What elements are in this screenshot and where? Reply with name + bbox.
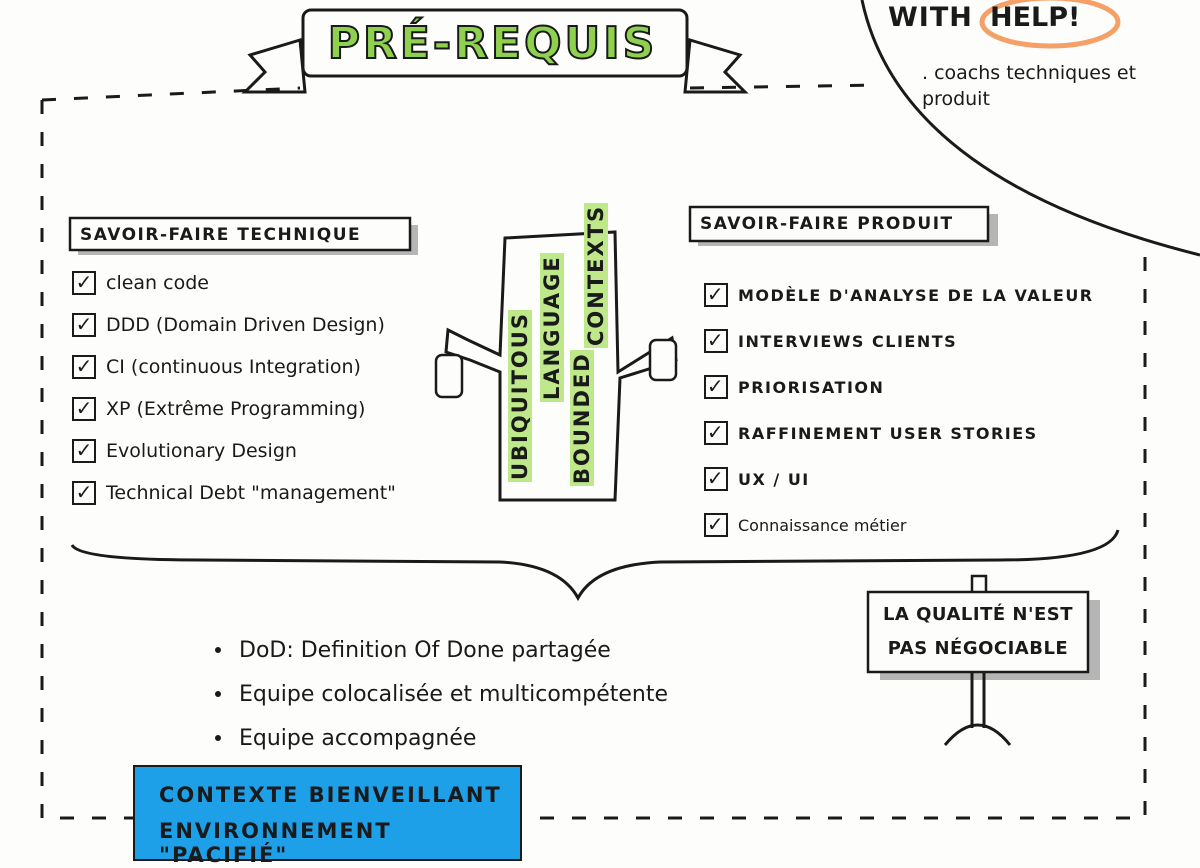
list-item: DoD: Definition Of Done partagée (215, 628, 668, 672)
list-item: ✓CI (continuous Integration) (72, 346, 396, 388)
checkbox-icon: ✓ (72, 439, 96, 463)
checkbox-icon: ✓ (704, 513, 728, 537)
list-item: Equipe colocalisée et multicompétente (215, 672, 668, 716)
bullet-list: DoD: Definition Of Done partagée Equipe … (215, 628, 668, 760)
sign-line-2: PAS NÉGOCIABLE (887, 638, 1069, 659)
checkbox-icon: ✓ (72, 481, 96, 505)
title-banner (301, 8, 689, 78)
list-item: Equipe accompagnée (215, 716, 668, 760)
page-title: PRÉ-REQUIS (327, 17, 658, 70)
sign-base (943, 723, 1012, 746)
left-thumb-icon (434, 353, 464, 399)
checkbox-icon: ✓ (72, 313, 96, 337)
context-box: CONTEXTE BIENVEILLANT ENVIRONNEMENT "PAC… (133, 765, 522, 867)
technique-list: ✓clean code ✓DDD (Domain Driven Design) … (72, 262, 396, 514)
brace (70, 529, 1120, 602)
produit-title-box (688, 205, 990, 243)
help-label: HELP! (990, 2, 1081, 33)
list-item: ✓PRIORISATION (704, 364, 1094, 410)
list-item: ✓Evolutionary Design (72, 430, 396, 472)
list-item: ✓UX / UI (704, 456, 1094, 502)
list-item: ✓XP (Extrême Programming) (72, 388, 396, 430)
list-item: ✓INTERVIEWS CLIENTS (704, 318, 1094, 364)
context-line-2: ENVIRONNEMENT "PACIFIÉ" (159, 819, 392, 867)
checkbox-icon: ✓ (704, 467, 728, 491)
list-item: ✓Technical Debt "management" (72, 472, 396, 514)
help-with-label: WITH (888, 2, 973, 33)
technique-title: SAVOIR-FAIRE TECHNIQUE (80, 225, 362, 245)
help-circle-arc (860, 0, 1200, 257)
list-item: ✓DDD (Domain Driven Design) (72, 304, 396, 346)
center-col-ubiquitous: UBIQUITOUS (508, 310, 532, 482)
bullet-icon (215, 735, 221, 741)
list-item: ✓RAFFINEMENT USER STORIES (704, 410, 1094, 456)
context-line-1: CONTEXTE BIENVEILLANT (159, 783, 502, 807)
checkbox-icon: ✓ (72, 271, 96, 295)
bullet-icon (215, 691, 221, 697)
checkbox-icon: ✓ (72, 355, 96, 379)
checkbox-icon: ✓ (704, 375, 728, 399)
center-col-language: LANGUAGE (540, 253, 564, 402)
quality-sign-board (866, 590, 1090, 674)
dashed-frame (40, 100, 1147, 820)
checkbox-icon: ✓ (72, 397, 96, 421)
produit-list: ✓MODÈLE D'ANALYSE DE LA VALEUR ✓INTERVIE… (704, 272, 1094, 548)
center-col-bounded: BOUNDED (570, 350, 594, 486)
list-item: ✓clean code (72, 262, 396, 304)
produit-title: SAVOIR-FAIRE PRODUIT (700, 214, 954, 234)
banner-right-tail (683, 38, 749, 94)
center-col-contexts: CONTEXTS (584, 202, 608, 348)
checkbox-icon: ✓ (704, 421, 728, 445)
sign-line-1: LA QUALITÉ N'EST (882, 604, 1074, 625)
list-item: ✓MODÈLE D'ANALYSE DE LA VALEUR (704, 272, 1094, 318)
help-highlight-oval (979, 0, 1121, 49)
banner-left-tail (241, 38, 307, 94)
list-item: ✓Connaissance métier (704, 502, 1094, 548)
bullet-icon (215, 647, 221, 653)
checkbox-icon: ✓ (704, 283, 728, 307)
checkbox-icon: ✓ (704, 329, 728, 353)
right-thumb-icon (648, 338, 678, 382)
technique-title-box (68, 216, 412, 252)
help-item: . coachs techniques et produit (922, 62, 1137, 110)
